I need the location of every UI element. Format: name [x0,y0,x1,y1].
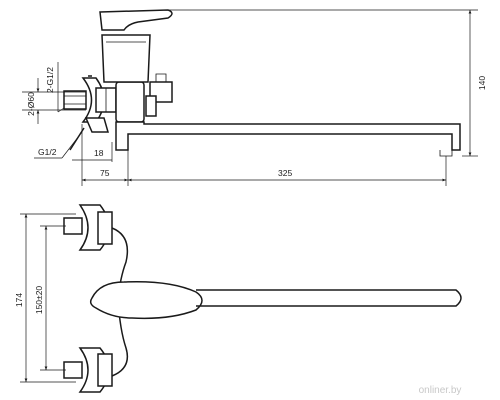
front-view: 174 150±20 [14,204,462,393]
lever-handle-front [89,280,203,320]
dim-spout-325: 325 [278,168,292,178]
dim-outlet-thread: G1/2 [38,147,57,157]
dim-height-140: 140 [477,76,487,90]
top-inlet [63,217,83,235]
cartridge-housing [101,34,151,83]
spout-front [196,289,462,307]
mixer-body [115,81,145,123]
dim-offset-18: 18 [94,148,104,158]
watermark: onliner.by [419,385,462,396]
side-view: 140 2-G1/2 2-Ø60 G1/2 18 75 325 [22,9,487,186]
eccentric [84,117,109,133]
dim-depth-75: 75 [100,168,110,178]
dim-inlet-thread: 2-G1/2 [45,67,55,93]
dim-height-174: 174 [14,293,24,307]
inlet-stub [63,90,87,110]
dim-spacing-150: 150±20 [34,286,44,315]
spout [115,121,461,151]
bottom-inlet [63,361,83,379]
lever-handle [99,9,173,31]
dim-diameter-60: 2-Ø60 [26,92,36,116]
